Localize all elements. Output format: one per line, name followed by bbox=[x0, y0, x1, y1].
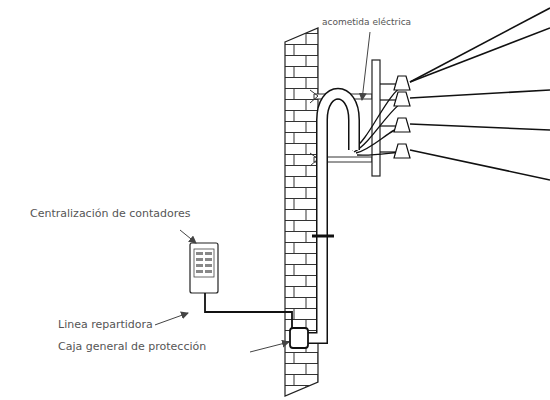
overhead-lines bbox=[410, 8, 550, 180]
protection-box bbox=[290, 328, 308, 348]
insulators bbox=[380, 76, 410, 158]
mounting-bar bbox=[372, 60, 380, 176]
conduit bbox=[306, 94, 354, 338]
meter-cabinet bbox=[190, 243, 218, 293]
callout-label: acometida eléctrica bbox=[320, 17, 413, 27]
callout-label: Caja general de protección bbox=[56, 341, 208, 354]
distribution-line bbox=[205, 293, 292, 332]
leader-arrows bbox=[152, 32, 370, 352]
callout-label: Linea repartidora bbox=[56, 319, 155, 332]
callout-label: Centralización de contadores bbox=[28, 208, 192, 221]
conduit-strap bbox=[312, 235, 334, 238]
